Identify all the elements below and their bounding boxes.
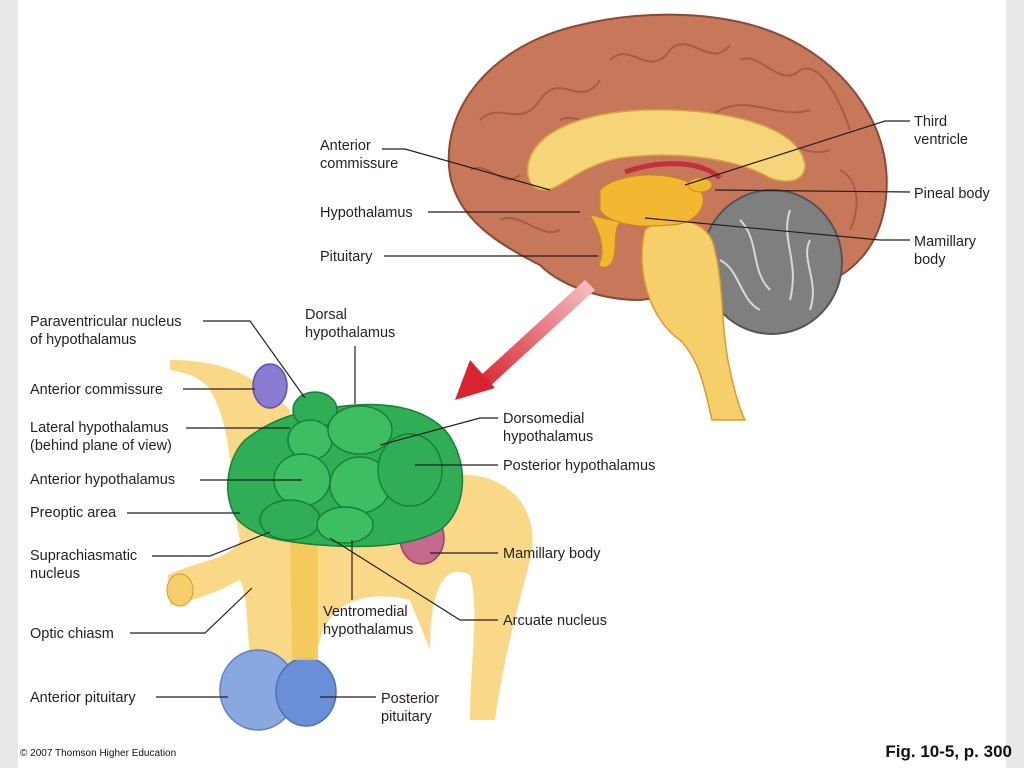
optic-nerve [166,573,194,607]
figure-reference: Fig. 10-5, p. 300 [885,742,1012,761]
label-paraventricular: Paraventricular nucleus of hypothalamus [30,314,182,348]
label-third-ventricle: Third ventricle [914,114,968,148]
label-pituitary: Pituitary [320,249,373,265]
label-dorsal-hypothalamus: Dorsal hypothalamus [305,307,396,341]
label-posterior-hypothalamus: Posterior hypothalamus [503,458,656,474]
label-mamillary-body: Mamillary body [503,546,601,562]
label-anterior-commissure-brain: Anterior commissure [320,138,399,172]
hypothalamus-detail [166,360,533,731]
label-arcuate: Arcuate nucleus [503,613,607,629]
brainstem [641,219,747,421]
leader-lines [127,120,911,698]
label-mamillary-body-brain: Mamillary body [914,234,977,268]
thalamus-region [599,174,704,227]
label-lateral-hypothalamus: Lateral hypothalamus (behind plane of vi… [30,420,172,454]
label-anterior-pituitary: Anterior pituitary [30,690,136,706]
ventricle-band [624,161,722,180]
infundibulum [290,520,318,660]
label-pineal-body: Pineal body [914,186,990,202]
label-optic-chiasm: Optic chiasm [30,626,114,642]
zoom-arrow [455,280,595,400]
label-posterior-pituitary: Posterior pituitary [381,691,440,725]
label-anterior-commissure: Anterior commissure [30,382,163,398]
hypothalamic-nuclei [227,391,464,548]
copyright-notice: © 2007 Thomson Higher Education [20,748,177,759]
pituitary-stalk [588,214,621,268]
corpus-callosum [526,109,806,191]
label-dorsomedial: Dorsomedial hypothalamus [503,411,594,445]
label-suprachiasmatic: Suprachiasmatic nucleus [30,548,138,582]
label-ventromedial: Ventromedial hypothalamus [323,604,414,638]
label-anterior-hypothalamus: Anterior hypothalamus [30,472,176,488]
label-hypothalamus: Hypothalamus [320,205,413,221]
label-preoptic-area: Preoptic area [30,505,117,521]
posterior-pituitary-lobe [275,657,337,727]
anterior-commissure-blob [252,363,288,409]
